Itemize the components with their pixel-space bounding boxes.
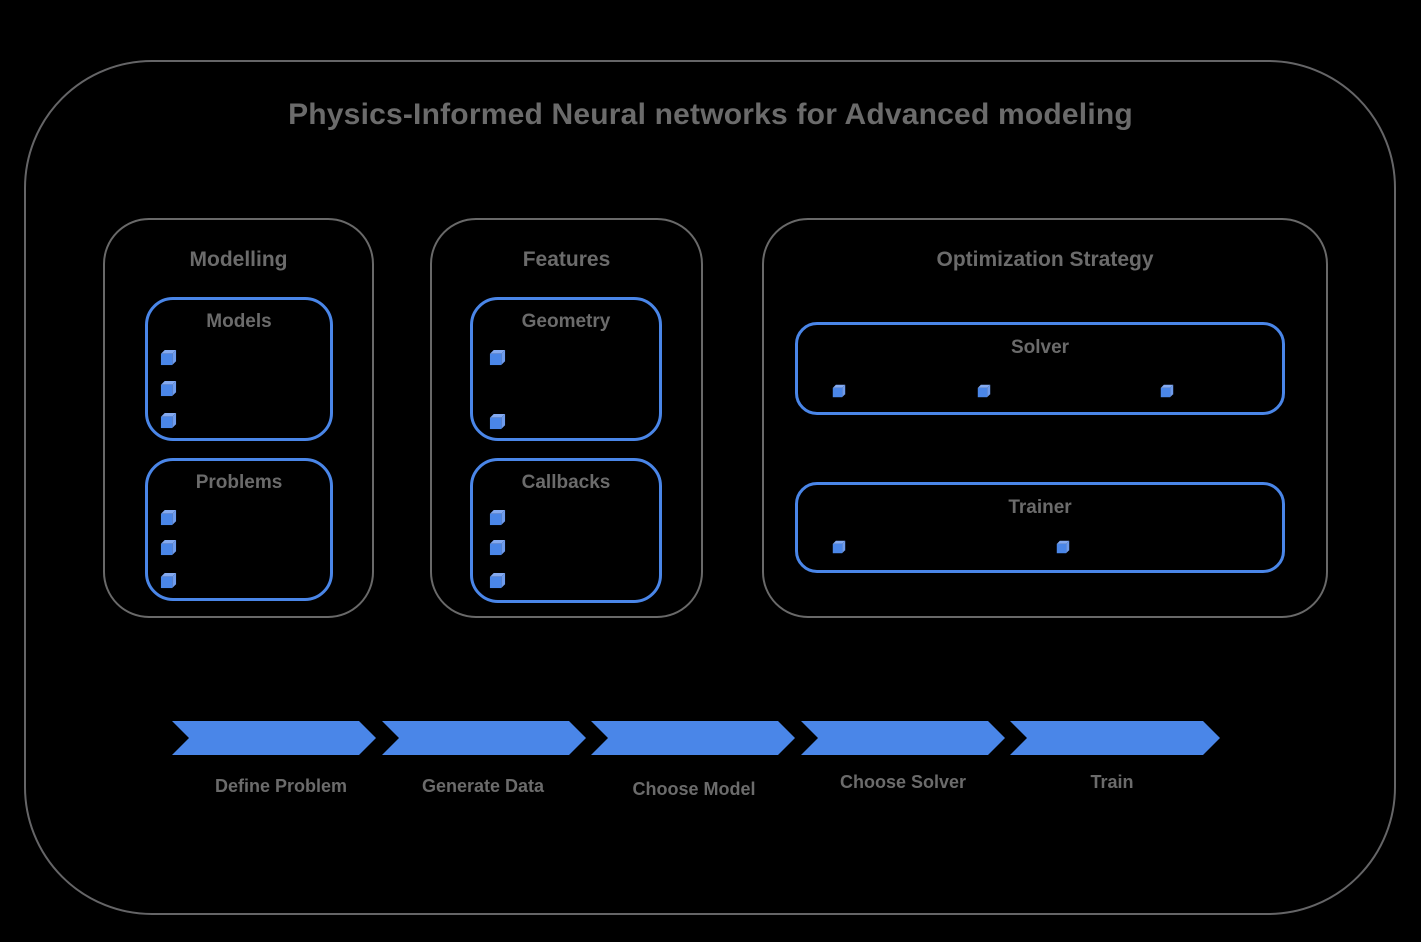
group-geometry: Geometry (470, 297, 662, 441)
pipeline-step-train: Train (1090, 772, 1134, 792)
group-callbacks-label: Callbacks (521, 472, 611, 493)
cube-bullet-icon (489, 572, 506, 589)
section-modelling-label: Modelling (189, 248, 288, 271)
section-optimization-label: Optimization Strategy (936, 248, 1154, 271)
section-features-label: Features (522, 248, 611, 271)
group-solver-label: Solver (1010, 337, 1070, 358)
group-models-bullets (148, 300, 330, 438)
cube-bullet-icon (832, 540, 846, 554)
group-problems-label: Problems (195, 472, 283, 493)
group-geometry-label: Geometry (521, 311, 611, 332)
group-callbacks-bullets (473, 461, 659, 600)
cube-bullet-icon (489, 539, 506, 556)
cube-bullet-icon (160, 349, 177, 366)
pipeline-step-generate-data: Generate Data (421, 776, 545, 796)
cube-bullet-icon (160, 412, 177, 429)
cube-bullet-icon (160, 572, 177, 589)
pipeline-step-choose-solver: Choose Solver (839, 772, 967, 792)
cube-bullet-icon (160, 380, 177, 397)
group-trainer-bullets (798, 485, 1282, 570)
group-models: Models (145, 297, 333, 441)
group-trainer-label: Trainer (1008, 497, 1072, 518)
section-modelling: Modelling (103, 218, 374, 618)
pipeline-arrow-segment (591, 721, 795, 755)
section-optimization: Optimization Strategy (762, 218, 1328, 618)
cube-bullet-icon (489, 509, 506, 526)
pipeline-step-choose-model: Choose Model (632, 779, 756, 799)
pipeline-arrow-segment (801, 721, 1005, 755)
cube-bullet-icon (977, 384, 991, 398)
group-solver-bullets (798, 325, 1282, 412)
cube-bullet-icon (1160, 384, 1174, 398)
cube-bullet-icon (489, 413, 506, 430)
cube-bullet-icon (1056, 540, 1070, 554)
group-models-label: Models (206, 311, 272, 332)
group-solver: Solver (795, 322, 1285, 415)
section-features: Features (430, 218, 703, 618)
cube-bullet-icon (160, 509, 177, 526)
group-callbacks: Callbacks (470, 458, 662, 603)
outer-frame (24, 60, 1396, 915)
group-problems: Problems (145, 458, 333, 601)
group-trainer: Trainer (795, 482, 1285, 573)
group-geometry-bullets (473, 300, 659, 438)
pipeline-arrow-segment (382, 721, 586, 755)
cube-bullet-icon (160, 539, 177, 556)
cube-bullet-icon (832, 384, 846, 398)
pipeline-arrow-segment (1010, 721, 1220, 755)
pipeline-step-define-problem: Define Problem (214, 776, 348, 796)
diagram-title: Physics-Informed Neural networks for Adv… (288, 98, 1133, 131)
cube-bullet-icon (489, 349, 506, 366)
group-problems-bullets (148, 461, 330, 598)
pipeline-arrow (172, 721, 1220, 755)
pipeline-arrow-segment (172, 721, 376, 755)
